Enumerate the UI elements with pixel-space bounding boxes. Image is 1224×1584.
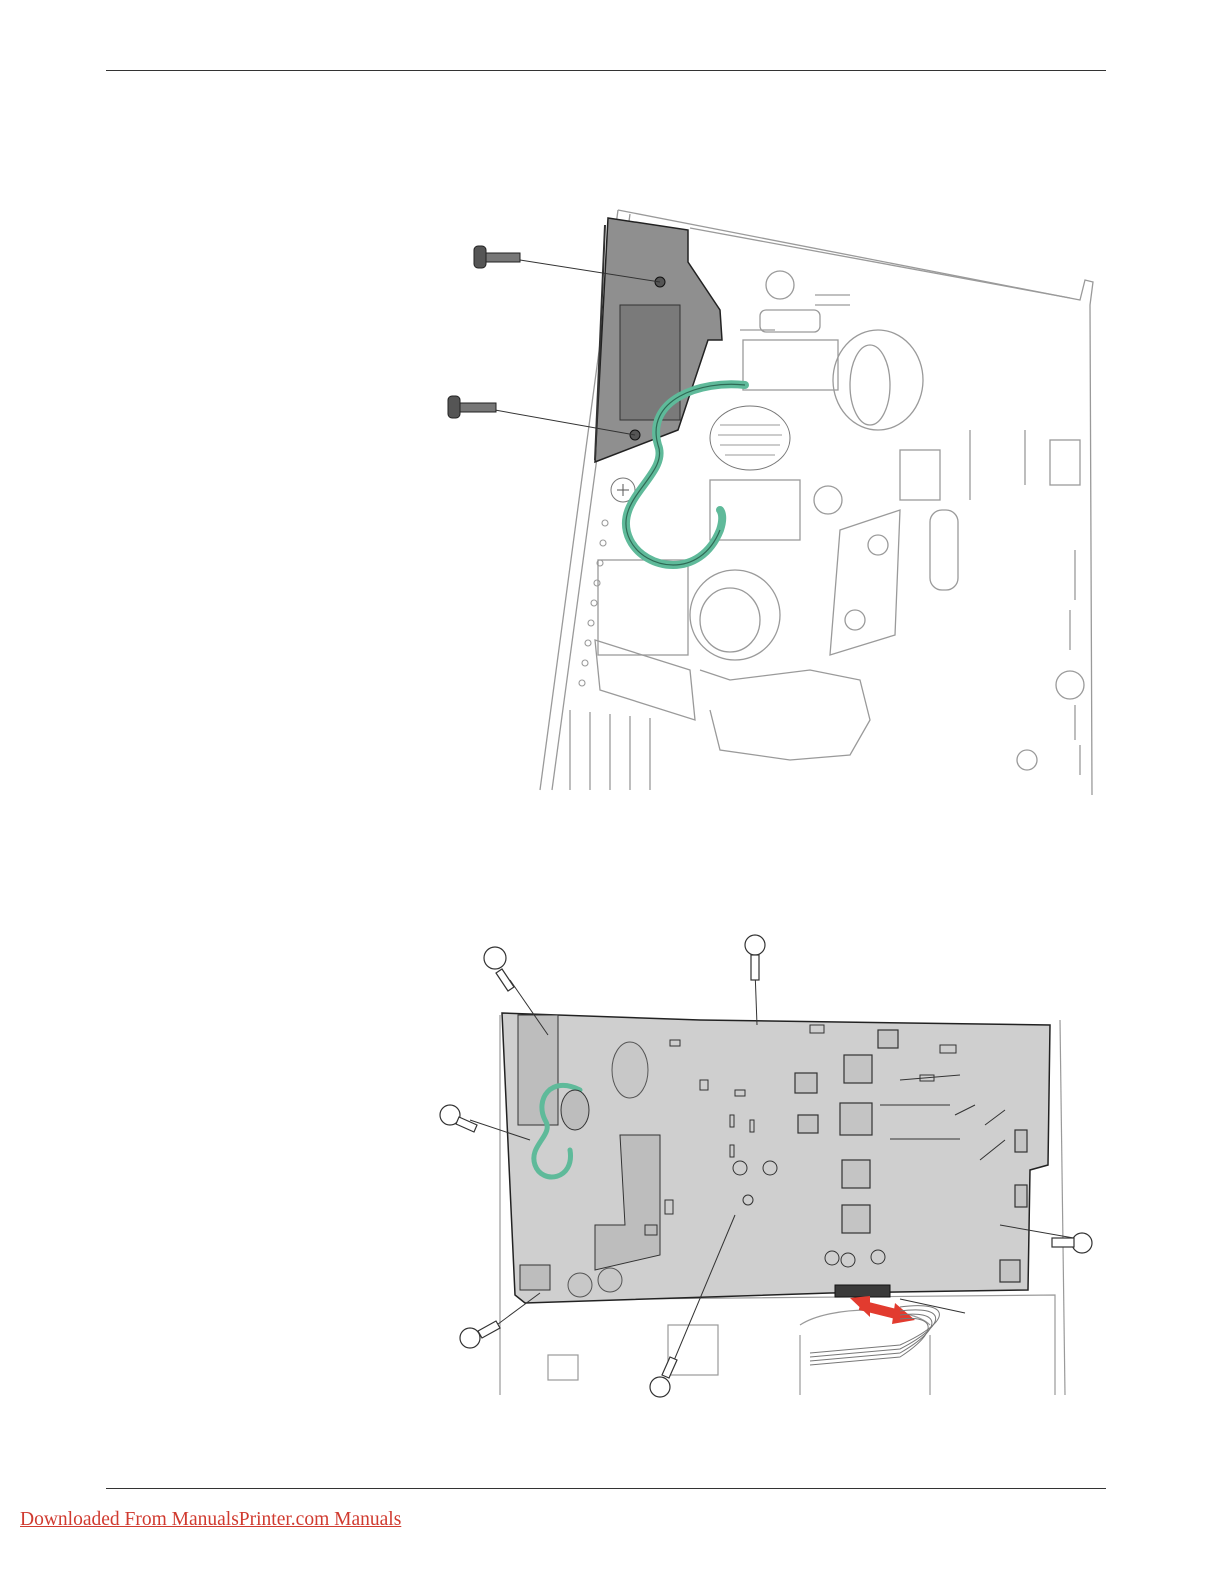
figure-ac-inlet <box>430 200 1110 795</box>
footer-rule <box>106 1488 1106 1489</box>
screw-icon <box>440 1105 477 1132</box>
screw-icon <box>745 935 765 980</box>
screw-icon <box>650 1357 677 1397</box>
screw-icon <box>1052 1233 1092 1253</box>
screw-icon <box>448 396 496 418</box>
screw-icon <box>474 246 520 268</box>
screw-icon <box>460 1321 500 1348</box>
header-rule <box>106 70 1106 71</box>
footer-download-link[interactable]: Downloaded From ManualsPrinter.com Manua… <box>20 1509 401 1531</box>
screw-icon <box>484 947 514 991</box>
figure-lvps-board <box>430 925 1110 1400</box>
